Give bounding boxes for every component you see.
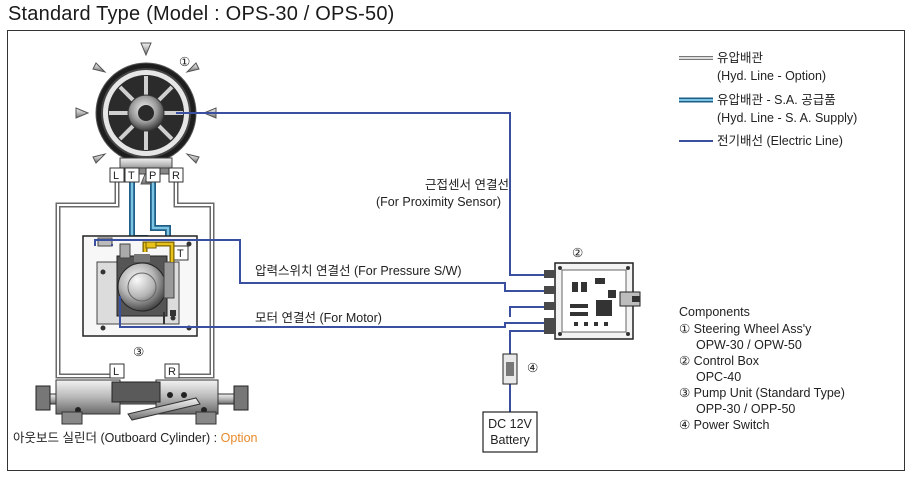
- proximity-label-en: (For Proximity Sensor): [376, 195, 501, 209]
- components-heading: Components: [679, 305, 750, 319]
- legend-hyd-option-en: (Hyd. Line - Option): [717, 69, 826, 83]
- switch-number: ④: [527, 361, 538, 375]
- proximity-label-ko: 근접센서 연결선: [425, 178, 509, 192]
- hyd-line-inner: [173, 180, 213, 377]
- battery: DC 12V Battery: [482, 411, 538, 453]
- pressure-label: 압력스위치 연결선 (For Pressure S/W): [255, 264, 462, 278]
- wheel-number: ①: [179, 55, 190, 69]
- wheel-ports: L T P R: [109, 167, 184, 183]
- diagram-frame: [7, 30, 905, 471]
- hyd-line-inner: [57, 180, 118, 377]
- component-item: OPP-30 / OPP-50: [696, 402, 795, 416]
- component-item: ② Control Box: [679, 354, 760, 368]
- component-item: ④ Power Switch: [679, 418, 769, 432]
- component-item: ③ Pump Unit (Standard Type): [679, 386, 845, 400]
- control-number: ②: [572, 246, 583, 260]
- motor-label: 모터 연결선 (For Motor): [255, 311, 382, 325]
- cylinder-port-l: L: [113, 366, 119, 378]
- control-box: ②: [544, 246, 641, 340]
- legend-hyd-supply-ko: 유압배관 - S.A. 공급품: [717, 93, 836, 107]
- port-t: T: [128, 170, 135, 182]
- legend-electric: 전기배선 (Electric Line): [717, 134, 843, 148]
- battery-voltage: DC 12V: [488, 417, 532, 431]
- legend: 유압배관 (Hyd. Line - Option) 유압배관 - S.A. 공급…: [679, 51, 857, 148]
- electric-lines: [94, 112, 548, 418]
- svg-text:아웃보드 실린더 (Outboard Cylinder) :: 아웃보드 실린더 (Outboard Cylinder) : Option: [13, 431, 258, 445]
- legend-hyd-supply-en: (Hyd. Line - S. A. Supply): [717, 111, 857, 125]
- component-item: ① Steering Wheel Ass'y: [679, 322, 812, 336]
- port-p: P: [149, 170, 156, 182]
- outboard-cylinder: L R 아웃보드 실린더 (Outboard Cylinder) : Optio…: [13, 363, 258, 445]
- hyd-line-inner: [143, 242, 174, 262]
- port-l: L: [113, 170, 119, 182]
- components-list: Components ① Steering Wheel Ass'y OPW-30…: [679, 305, 845, 432]
- pump-number: ③: [133, 345, 144, 359]
- cylinder-port-r: R: [168, 366, 176, 378]
- battery-label: Battery: [490, 433, 530, 447]
- port-r: R: [172, 170, 180, 182]
- cylinder-option: Option: [221, 431, 258, 445]
- component-item: OPC-40: [696, 370, 741, 384]
- page-title: Standard Type (Model : OPS-30 / OPS-50): [8, 3, 395, 25]
- power-switch: ④: [502, 353, 538, 385]
- pump-unit: T ③: [82, 235, 198, 359]
- legend-hyd-option-ko: 유압배관: [717, 51, 764, 65]
- hyd-option-lines: [55, 180, 215, 379]
- pump-port-t: T: [177, 248, 184, 260]
- component-item: OPW-30 / OPW-50: [696, 338, 802, 352]
- cylinder-caption: 아웃보드 실린더 (Outboard Cylinder) :: [13, 431, 221, 445]
- steering-wheel: ①: [75, 42, 217, 185]
